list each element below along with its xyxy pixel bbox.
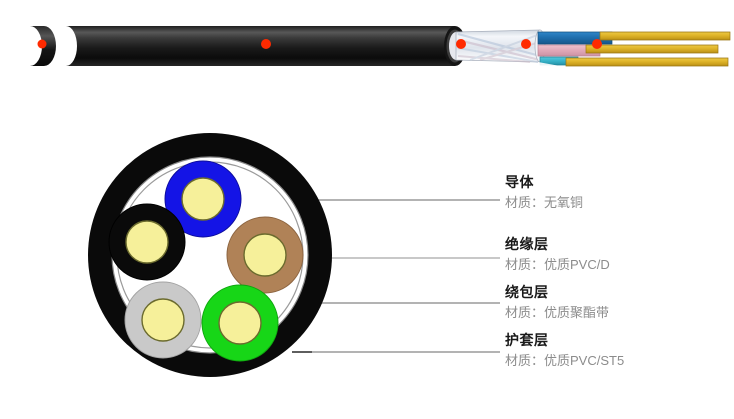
label-title-conductor: 导体: [505, 174, 534, 190]
conductor-black: [108, 203, 186, 281]
cable-shield-wrap: [455, 29, 546, 63]
label-block-insulation: 绝缘层 材质：优质PVC/D: [505, 234, 610, 275]
label-subtitle-insulation: 材质：优质PVC/D: [505, 257, 610, 272]
marker-shield: [456, 39, 466, 49]
conductor-blue: [164, 160, 242, 238]
label-subtitle-wrapping: 材质：优质聚酯带: [505, 305, 610, 320]
conductor-strand-1: [599, 31, 731, 41]
conductor-strand-2: [585, 44, 719, 54]
cable-jacket: [66, 26, 466, 66]
marker-conductor: [592, 39, 602, 49]
conductor-green: [201, 284, 279, 362]
marker-insulation: [521, 39, 531, 49]
label-subtitle-conductor: 材质：无氧铜: [505, 195, 584, 210]
insulated-wires: [521, 31, 613, 70]
marker-jacket-stub: [37, 39, 47, 49]
cable-stub: [30, 26, 56, 66]
bare-conductors: [565, 31, 731, 67]
conductor-strand-3: [565, 57, 729, 67]
conductor-gray: [124, 281, 202, 359]
conductor-brown: [226, 216, 304, 294]
label-subtitle-jacket: 材质：优质PVC/ST5: [505, 353, 625, 368]
label-block-wrapping: 绕包层 材质：优质聚酯带: [505, 282, 609, 323]
label-block-conductor: 导体 材质：无氧铜: [505, 172, 583, 213]
label-block-jacket: 护套层 材质：优质PVC/ST5: [505, 330, 624, 371]
label-title-insulation: 绝缘层: [505, 236, 549, 252]
cable-cross-section: [88, 133, 332, 377]
cutaway-cable-illustration: [30, 26, 731, 70]
marker-jacket: [261, 39, 271, 49]
label-title-wrapping: 绕包层: [505, 284, 549, 300]
wire-pink: [537, 44, 601, 57]
label-title-jacket: 护套层: [505, 332, 549, 348]
